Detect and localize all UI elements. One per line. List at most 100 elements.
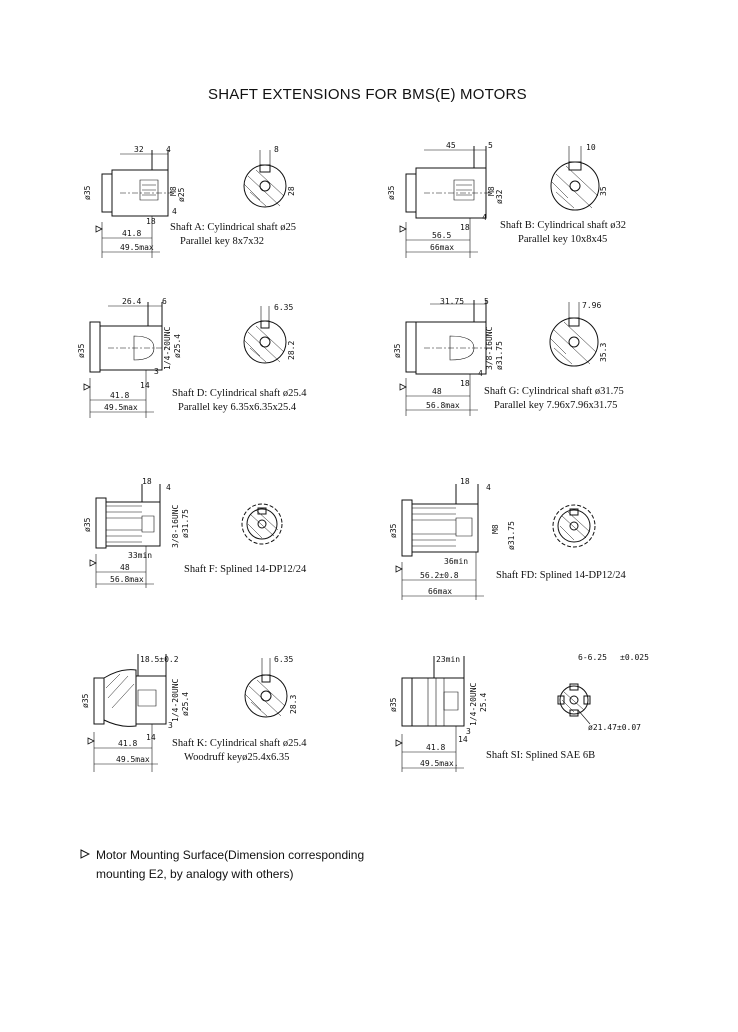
shaft-k-dim-len2: 49.5max <box>116 755 150 764</box>
shaft-f-dim-top: 18 <box>142 477 152 486</box>
shaft-a-dim-d2: 4 <box>172 207 177 216</box>
shaft-g-dim-h: 35.3 <box>599 343 608 362</box>
shaft-d-caption2: Parallel key 6.35x6.35x25.4 <box>178 402 297 413</box>
shaft-f-dim-d1: 33min <box>128 551 152 560</box>
shaft-g-dim-key: 7.96 <box>582 301 601 310</box>
shaft-a-dim-top2: 4 <box>166 145 171 154</box>
note-text-2: mounting E2, by analogy with others) <box>96 867 294 881</box>
shaft-fd-spline-end-view <box>552 504 596 548</box>
shaft-f-caption: Shaft F: Splined 14-DP12/24 <box>184 564 307 575</box>
shaft-d-dim-h: 28.2 <box>287 341 296 360</box>
shaft-k-dim-d1: 14 <box>146 733 156 742</box>
shaft-f-dim-thread: 3/8-16UNC <box>171 504 180 548</box>
shaft-a-dim-h: 28 <box>287 186 296 196</box>
shaft-k-dim-key: 6.35 <box>274 655 293 664</box>
shaft-fd-dim-od: ø31.75 <box>507 521 516 550</box>
shaft-g-dim-len1: 48 <box>432 387 442 396</box>
shaft-k-dim-thread: 1/4-20UNC <box>171 678 180 722</box>
mounting-surface-icon <box>80 849 90 859</box>
shaft-k-dim-d2: 3 <box>168 721 173 730</box>
note-line-1: Motor Mounting Surface(Dimension corresp… <box>80 846 480 865</box>
shaft-d-drawing: 26.4 6 ø35 1/4-20UNC ø25.4 14 3 41.8 49.… <box>77 297 307 418</box>
mounting-note: Motor Mounting Surface(Dimension corresp… <box>80 846 480 884</box>
shaft-si-dim-top: 23min <box>436 655 460 664</box>
shaft-fd-caption: Shaft FD: Splined 14-DP12/24 <box>496 570 627 581</box>
shaft-g-dim-dia: ø35 <box>393 343 402 358</box>
shaft-a-dim-thread: M8 <box>169 186 178 196</box>
shaft-si-dim-dia: ø35 <box>389 697 398 712</box>
shaft-si-dim-keytol: ±0.025 <box>620 653 649 662</box>
shaft-a-dim-top: 32 <box>134 145 144 154</box>
shaft-f-drawing: 18 4 ø35 3/8-16UNC ø31.75 33min 48 56.8m… <box>83 477 307 588</box>
shaft-k-caption: Shaft K: Cylindrical shaft ø25.4 <box>172 738 307 749</box>
shaft-a-dim-key: 8 <box>274 145 279 154</box>
shaft-k-dim-dia: ø35 <box>81 693 90 708</box>
shaft-g-drawing: 31.75 5 ø35 3/8-16UNC ø31.75 18 4 48 56.… <box>393 297 624 416</box>
shaft-k-dim-h: 28.3 <box>289 695 298 714</box>
shaft-f-dim-len2: 56.8max <box>110 575 144 584</box>
shaft-si-dim-key: 6-6.25 <box>578 653 607 662</box>
shaft-d-dim-od: ø25.4 <box>173 334 182 358</box>
shaft-a-dim-dia: ø35 <box>83 185 92 200</box>
shaft-d-caption: Shaft D: Cylindrical shaft ø25.4 <box>172 388 307 399</box>
shaft-b-drawing: 45 5 ø35 M8 ø32 18 4 56.5 66max 10 35 Sh… <box>387 141 626 258</box>
shaft-d-dim-key: 6.35 <box>274 303 293 312</box>
shaft-b-dim-len1: 56.5 <box>432 231 451 240</box>
shaft-g-caption2: Parallel key 7.96x7.96x31.75 <box>494 400 617 411</box>
shaft-k-drawing: 18.5±0.2 ø35 1/4-20UNC ø25.4 14 3 41.8 4… <box>81 654 307 772</box>
shaft-k-caption2: Woodruff keyø25.4x6.35 <box>184 752 289 763</box>
shaft-b-dim-h: 35 <box>599 186 608 196</box>
page-title: SHAFT EXTENSIONS FOR BMS(E) MOTORS <box>208 86 527 103</box>
shaft-a-caption2: Parallel key 8x7x32 <box>180 236 264 247</box>
shaft-a-caption: Shaft A: Cylindrical shaft ø25 <box>170 222 296 233</box>
shaft-a-drawing: 32 4 ø35 M8 ø25 18 4 41.8 49.5max 8 28 S… <box>83 145 296 258</box>
shaft-f-dim-od: ø31.75 <box>181 509 190 538</box>
shaft-a-dim-od: ø25 <box>177 187 186 202</box>
shaft-fd-dim-len1: 56.2±0.8 <box>420 571 459 580</box>
shaft-f-dim-top2: 4 <box>166 483 171 492</box>
shaft-f-dim-dia: ø35 <box>83 517 92 532</box>
shaft-b-dim-top2: 5 <box>488 141 493 150</box>
shaft-b-dim-dia: ø35 <box>387 185 396 200</box>
shaft-d-dim-thread: 1/4-20UNC <box>163 326 172 370</box>
shaft-g-dim-od: ø31.75 <box>495 341 504 370</box>
shaft-g-dim-d1: 18 <box>460 379 470 388</box>
shaft-g-dim-top2: 5 <box>484 297 489 306</box>
shaft-si-dim-spl: ø21.47±0.07 <box>588 723 641 732</box>
shaft-a-dim-d1: 18 <box>146 217 156 226</box>
shaft-b-dim-thread: M8 <box>487 186 496 196</box>
shaft-g-dim-d2: 4 <box>478 369 483 378</box>
shaft-d-dim-dia: ø35 <box>77 343 86 358</box>
shaft-a-dim-len1: 41.8 <box>122 229 141 238</box>
shaft-si-drawing: 23min ø35 1/4-20UNC 25.4 14 3 41.8 49.5m… <box>389 653 649 772</box>
shaft-d-dim-top2: 6 <box>162 297 167 306</box>
shaft-d-dim-len1: 41.8 <box>110 391 129 400</box>
shaft-b-dim-top: 45 <box>446 141 456 150</box>
shaft-b-dim-od: ø32 <box>495 189 504 204</box>
shaft-b-dim-key: 10 <box>586 143 596 152</box>
shaft-fd-dim-top2: 4 <box>486 483 491 492</box>
shaft-g-dim-len2: 56.8max <box>426 401 460 410</box>
shaft-fd-dim-top: 18 <box>460 477 470 486</box>
shaft-k-dim-od: ø25.4 <box>181 692 190 716</box>
shaft-g-caption: Shaft G: Cylindrical shaft ø31.75 <box>484 386 624 397</box>
shaft-a-dim-len2: 49.5max <box>120 243 154 252</box>
shaft-b-caption: Shaft B: Cylindrical shaft ø32 <box>500 220 626 231</box>
shaft-b-dim-d1: 18 <box>460 223 470 232</box>
shaft-si-dim-od: 25.4 <box>479 693 488 712</box>
shaft-fd-dim-thread: M8 <box>491 524 500 534</box>
note-line-2: mounting E2, by analogy with others) <box>80 865 480 884</box>
shaft-fd-dim-len2: 66max <box>428 587 452 596</box>
shaft-si-dim-thread: 1/4-20UNC <box>469 682 478 726</box>
shaft-g-dim-top: 31.75 <box>440 297 464 306</box>
shaft-d-dim-top: 26.4 <box>122 297 141 306</box>
shaft-f-spline-end-view <box>241 503 283 545</box>
shaft-g-dim-thread: 3/8-16UNC <box>485 326 494 370</box>
shaft-fd-dim-d1: 36min <box>444 557 468 566</box>
note-text-1: Motor Mounting Surface(Dimension corresp… <box>96 848 365 862</box>
shaft-si-spline-end-view <box>557 683 591 725</box>
shaft-b-caption2: Parallel key 10x8x45 <box>518 234 607 245</box>
shaft-si-dim-d1: 14 <box>458 735 468 744</box>
shaft-fd-dim-dia: ø35 <box>389 523 398 538</box>
shaft-k-dim-top: 18.5±0.2 <box>140 655 179 664</box>
